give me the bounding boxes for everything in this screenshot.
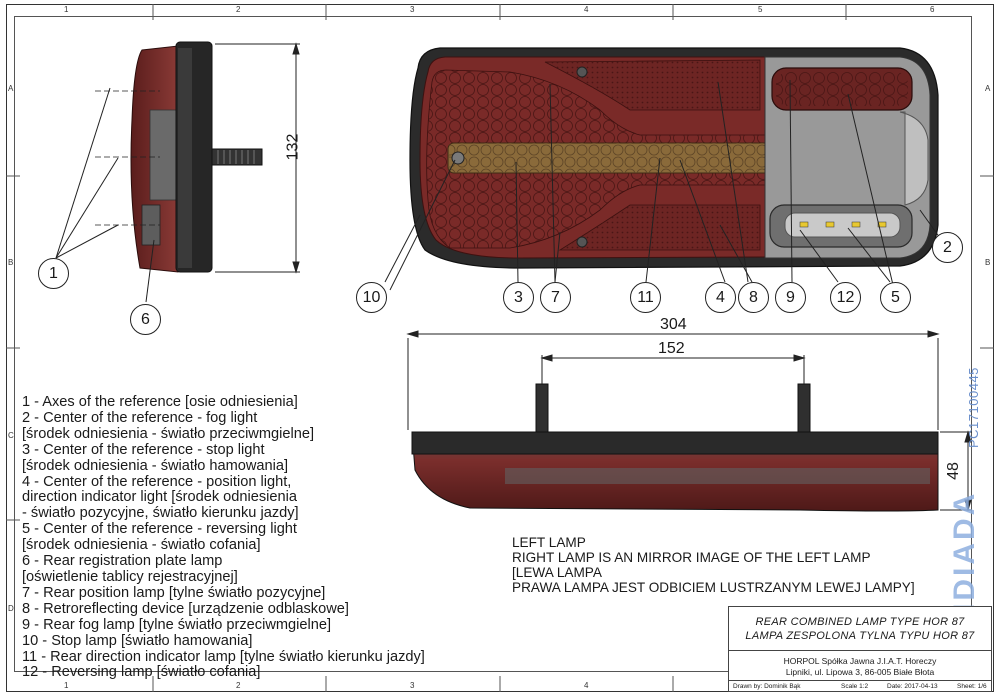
zone-column-label: 4 xyxy=(584,5,589,14)
callout-3: 3 xyxy=(503,282,534,313)
company-line-1: HORPOL Spółka Jawna J.I.A.T. Horeczy xyxy=(783,656,937,666)
title-block-company: HORPOL Spółka Jawna J.I.A.T. Horeczy Lip… xyxy=(729,651,991,681)
zone-row-label: B xyxy=(8,258,14,267)
legend-line: [oświetlenie tablicy rejestracyjnej] xyxy=(22,568,238,585)
dimension-width: 304 xyxy=(660,316,687,333)
note-line: LEFT LAMP xyxy=(512,535,586,550)
callout-6: 6 xyxy=(130,304,161,335)
callout-4: 4 xyxy=(705,282,736,313)
lamp-side-note: LEFT LAMP RIGHT LAMP IS AN MIRROR IMAGE … xyxy=(512,535,915,595)
callout-7: 7 xyxy=(540,282,571,313)
zone-column-label: 3 xyxy=(410,681,415,690)
zone-row-label: A xyxy=(8,84,14,93)
zone-column-label: 6 xyxy=(930,5,935,14)
parts-legend: 1 - Axes of the reference [osie odniesie… xyxy=(22,394,502,681)
drawn-by: Drawn by: Dominik Bąk xyxy=(733,683,801,690)
legend-line: 1 - Axes of the reference [osie odniesie… xyxy=(22,394,298,410)
bottom-view xyxy=(406,330,972,512)
dimension-height: 132 xyxy=(284,133,302,161)
legend-line: direction indicator light [środek odnies… xyxy=(22,489,298,506)
legend-line: 7 - Rear position lamp [tylne światło po… xyxy=(22,584,326,601)
title-block: REAR COMBINED LAMP TYPE HOR 87 LAMPA ZES… xyxy=(728,606,992,692)
zone-column-label: 1 xyxy=(64,681,69,690)
callout-1: 1 xyxy=(38,258,69,289)
dimension-bolt-spacing: 152 xyxy=(658,340,685,357)
legend-line: 4 - Center of the reference - position l… xyxy=(22,473,292,490)
sheet: Sheet: 1/6 xyxy=(957,683,987,690)
document-code: PC17100445 xyxy=(966,367,981,448)
title-block-meta: Drawn by: Dominik Bąk Scale 1:2 Date: 20… xyxy=(729,681,991,692)
callout-12: 12 xyxy=(830,282,861,313)
drawing-border xyxy=(14,16,972,672)
zone-column-label: 3 xyxy=(410,5,415,14)
title-en: REAR COMBINED LAMP TYPE HOR 87 xyxy=(755,616,965,628)
legend-line: 12 - Reversing lamp [światło cofania] xyxy=(22,664,261,681)
callout-2: 2 xyxy=(932,232,963,263)
front-view xyxy=(384,47,941,291)
zone-row-label: A xyxy=(985,84,991,93)
callout-10: 10 xyxy=(356,282,387,313)
dimension-depth: 48 xyxy=(944,462,962,480)
note-line: PRAWA LAMPA JEST ODBICIEM LUSTRZANYM LEW… xyxy=(512,580,915,595)
legend-line: [środek odniesienia - światło hamowania] xyxy=(22,457,289,474)
legend-line: 6 - Rear registration plate lamp xyxy=(22,553,223,570)
title-block-title: REAR COMBINED LAMP TYPE HOR 87 LAMPA ZES… xyxy=(729,607,991,651)
note-line: RIGHT LAMP IS AN MIRROR IMAGE OF THE LEF… xyxy=(512,550,871,565)
legend-line: 11 - Rear direction indicator lamp [tyln… xyxy=(22,648,425,665)
legend-line: [środek odniesienia - światło przeciwmgi… xyxy=(22,425,315,442)
legend-line: 5 - Center of the reference - reversing … xyxy=(22,521,297,538)
legend-line: 8 - Retroreflecting device [urządzenie o… xyxy=(22,600,349,617)
date: Date: 2017-04-13 xyxy=(887,683,938,690)
zone-column-label: 2 xyxy=(236,681,241,690)
zone-ticks xyxy=(6,4,994,692)
callout-9: 9 xyxy=(775,282,806,313)
legend-line: [środek odniesienia - światło cofania] xyxy=(22,537,261,554)
title-pl: LAMPA ZESPOLONA TYLNA TYPU HOR 87 xyxy=(745,630,975,642)
company-line-2: Lipniki, ul. Lipowa 3, 86-005 Białe Błot… xyxy=(785,667,935,677)
callout-8: 8 xyxy=(738,282,769,313)
zone-column-label: 4 xyxy=(584,681,589,690)
zone-column-label: 5 xyxy=(758,5,763,14)
scale: Scale 1:2 xyxy=(841,683,869,690)
legend-line: 3 - Center of the reference - stop light xyxy=(22,441,265,458)
note-line: [LEWA LAMPA xyxy=(512,565,602,580)
legend-line: - światło pozycyjne, światło kierunku ja… xyxy=(22,505,299,522)
callout-5: 5 xyxy=(880,282,911,313)
zone-row-label: D xyxy=(8,604,14,613)
callout-11: 11 xyxy=(630,282,661,313)
legend-line: 9 - Rear fog lamp [tylne światło przeciw… xyxy=(22,616,332,633)
zone-row-label: B xyxy=(985,258,991,267)
legend-line: 10 - Stop lamp [światło hamowania] xyxy=(22,632,253,649)
zone-column-label: 2 xyxy=(236,5,241,14)
legend-line: 2 - Center of the reference - fog light xyxy=(22,409,258,426)
side-view xyxy=(55,41,300,303)
zone-column-label: 1 xyxy=(64,5,69,14)
idiada-watermark: IDIADA xyxy=(948,490,981,612)
zone-row-label: C xyxy=(8,431,14,440)
